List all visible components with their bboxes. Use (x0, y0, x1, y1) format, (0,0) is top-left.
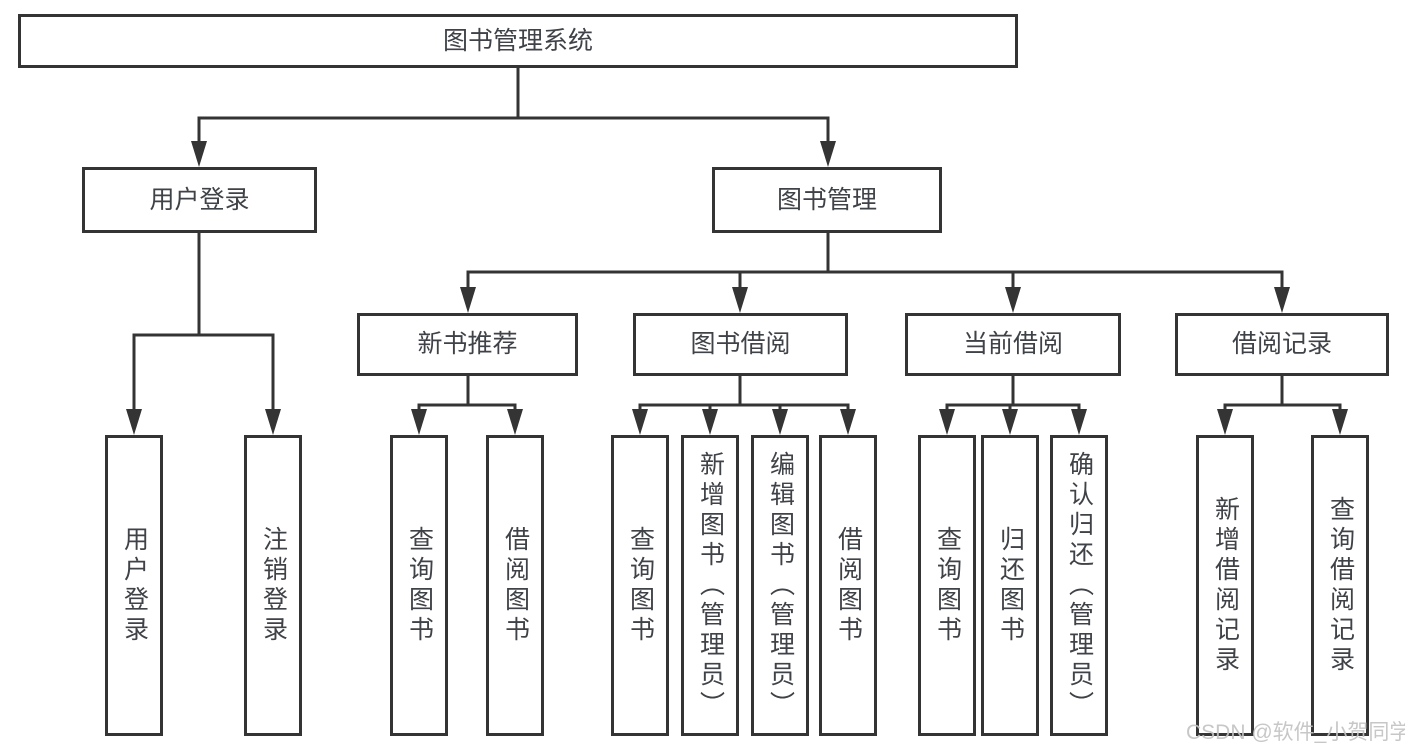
leaf-label: 查询图书 (626, 525, 655, 646)
arrowhead-down-icon (1332, 409, 1348, 435)
leaf-label: 新增借阅记录 (1211, 495, 1240, 676)
edge-root-to-level1 (191, 66, 836, 167)
node-label: 图书管理系统 (442, 26, 593, 55)
arrowhead-down-icon (1002, 409, 1018, 435)
csdn-watermark: CSDN @软件_小贺同学 (1186, 721, 1405, 744)
node-root: 图书管理系统 (18, 14, 1018, 68)
leaf-label: 查询图书 (933, 525, 962, 646)
node-book-borrow: 图书借阅 (633, 313, 848, 376)
leaf-user-login: 用户登录 (105, 435, 163, 736)
leaf-label: 编辑图书（管理员） (766, 450, 795, 721)
node-label: 用户登录 (149, 185, 250, 214)
arrowhead-down-icon (191, 141, 207, 167)
edge-book-mgmt-children (460, 231, 1290, 313)
node-current-borrow: 当前借阅 (905, 313, 1121, 376)
leaf-borrow-borrow-books: 借阅图书 (819, 435, 877, 736)
edge-records-children (1217, 374, 1348, 435)
arrowhead-down-icon (1217, 409, 1233, 435)
leaf-label: 借阅图书 (501, 525, 530, 646)
arrowhead-down-icon (702, 409, 718, 435)
arrowhead-down-icon (732, 287, 748, 313)
leaf-current-return-books: 归还图书 (981, 435, 1039, 736)
arrowhead-down-icon (820, 141, 836, 167)
arrowhead-down-icon (460, 287, 476, 313)
arrowhead-down-icon (126, 409, 142, 435)
node-label: 图书管理 (776, 185, 877, 214)
leaf-newbook-borrow-books: 借阅图书 (486, 435, 544, 736)
arrowhead-down-icon (1071, 409, 1087, 435)
arrowhead-down-icon (632, 409, 648, 435)
node-user-login: 用户登录 (82, 167, 317, 233)
arrowhead-down-icon (939, 409, 955, 435)
node-label: 新书推荐 (417, 330, 518, 358)
leaf-borrow-add-books-admin: 新增图书（管理员） (681, 435, 739, 736)
node-label: 当前借阅 (962, 330, 1063, 358)
arrowhead-down-icon (1005, 287, 1021, 313)
arrowhead-down-icon (411, 409, 427, 435)
leaf-current-confirm-return-admin: 确认归还（管理员） (1050, 435, 1108, 736)
node-book-management: 图书管理 (712, 167, 942, 233)
edge-current-children (939, 374, 1087, 435)
leaf-records-query-record: 查询借阅记录 (1311, 435, 1369, 736)
arrowhead-down-icon (772, 409, 788, 435)
leaf-logout-login: 注销登录 (244, 435, 302, 736)
arrowhead-down-icon (1274, 287, 1290, 313)
leaf-borrow-query-books: 查询图书 (611, 435, 669, 736)
leaf-label: 注销登录 (259, 525, 288, 646)
leaf-label: 查询借阅记录 (1326, 495, 1355, 676)
node-new-book-recommend: 新书推荐 (357, 313, 578, 376)
node-label: 图书借阅 (690, 330, 791, 358)
leaf-label: 查询图书 (405, 525, 434, 646)
node-borrow-records: 借阅记录 (1175, 313, 1389, 376)
arrowhead-down-icon (265, 409, 281, 435)
leaf-borrow-edit-books-admin: 编辑图书（管理员） (751, 435, 809, 736)
leaf-label: 确认归还（管理员） (1065, 450, 1094, 721)
leaf-label: 用户登录 (120, 525, 149, 646)
arrowhead-down-icon (840, 409, 856, 435)
leaf-current-query-books: 查询图书 (918, 435, 976, 736)
leaf-label: 归还图书 (996, 525, 1025, 646)
node-label: 借阅记录 (1231, 330, 1332, 358)
leaf-records-add-record: 新增借阅记录 (1196, 435, 1254, 736)
arrowhead-down-icon (507, 409, 523, 435)
leaf-label: 借阅图书 (834, 525, 863, 646)
edge-newbook-children (411, 374, 523, 435)
edge-user-login-children (126, 231, 281, 435)
edge-borrow-children (632, 374, 856, 435)
leaf-label: 新增图书（管理员） (696, 450, 725, 721)
leaf-newbook-query-books: 查询图书 (390, 435, 448, 736)
